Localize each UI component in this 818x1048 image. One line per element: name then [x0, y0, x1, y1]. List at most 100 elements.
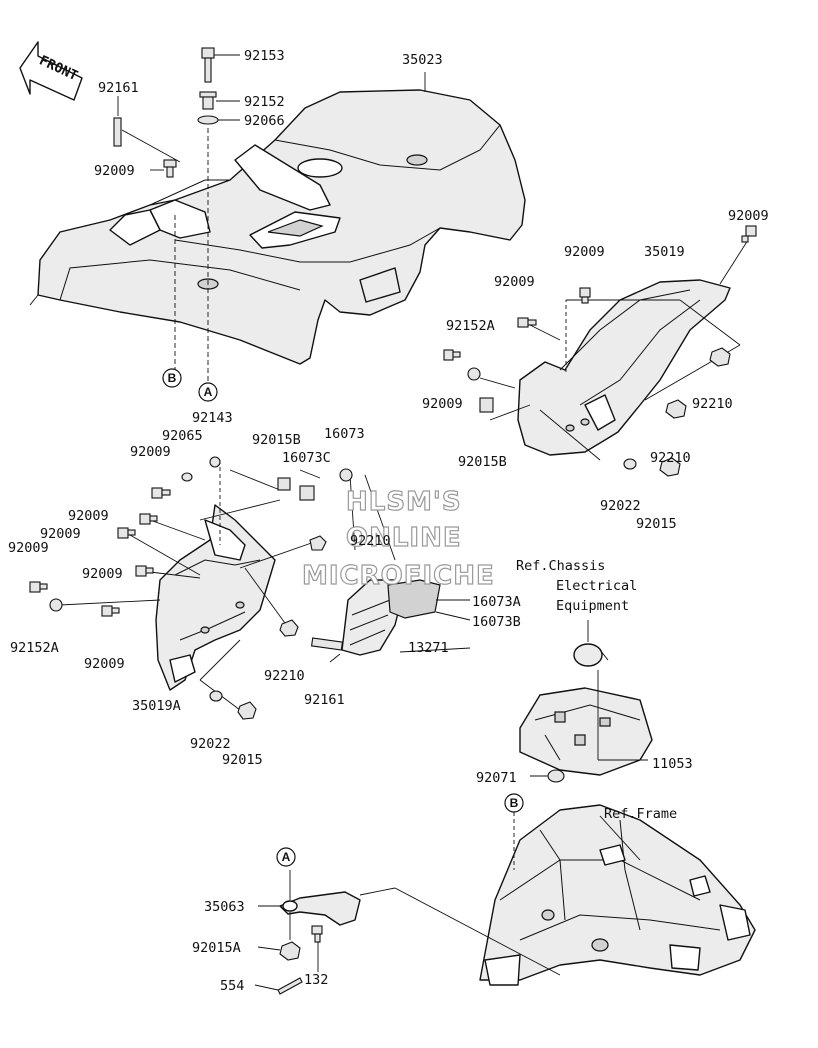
- label-92009-top: 92009: [94, 163, 135, 179]
- label-92210-r2: 92210: [650, 450, 691, 466]
- nut-92015B-m-icon: [277, 477, 291, 491]
- left-mud-guard: [155, 504, 276, 691]
- label-92009-m3: 92009: [40, 526, 81, 542]
- label-16073B: 16073B: [472, 614, 521, 630]
- label-16073A: 16073A: [472, 594, 521, 610]
- watermark-line-3: MICROFICHE: [302, 561, 495, 591]
- ref-frame: Ref.Frame: [604, 806, 677, 822]
- watermark: HLSM'S ONLINE MICROFICHE: [301, 486, 495, 591]
- label-92022-r: 92022: [600, 498, 641, 514]
- bolt-92009-r4-icon: [443, 349, 461, 361]
- label-92009-r2: 92009: [728, 208, 769, 224]
- label-92015-r: 92015: [636, 516, 677, 532]
- battery-tray-11053: [519, 687, 653, 776]
- washer-92022-r-icon: [623, 458, 637, 470]
- bolt-92009-r3-icon: [517, 317, 537, 328]
- label-92009-r4: 92009: [422, 396, 463, 412]
- plate-16073A: [387, 579, 441, 619]
- nut-92015-m-icon: [237, 701, 257, 720]
- label-92015A: 92015A: [192, 940, 241, 956]
- bolt-92009-m2-icon: [139, 513, 158, 525]
- nut-92015-r-icon: [659, 457, 681, 477]
- rear-fender: [29, 89, 526, 365]
- label-92161-m: 92161: [304, 692, 345, 708]
- label-92152: 92152: [244, 94, 285, 110]
- right-mud-guard: [517, 279, 731, 456]
- label-92065: 92065: [162, 428, 203, 444]
- watermark-line-2: ONLINE: [346, 523, 462, 553]
- bolt-92009-r2-icon: [741, 225, 757, 243]
- nut-92015B-r-icon: [479, 397, 494, 413]
- collar-92152A-l-icon: [49, 598, 63, 612]
- clip-554-icon: [277, 977, 303, 995]
- grommet-92071-icon: [547, 769, 565, 783]
- label-35063: 35063: [204, 899, 245, 915]
- label-92071: 92071: [476, 770, 517, 786]
- bolt-92009-top-icon: [163, 159, 177, 178]
- label-554: 554: [220, 978, 244, 994]
- label-92210-m1: 92210: [350, 533, 391, 549]
- front-arrow-icon: FRONT: [19, 41, 83, 101]
- label-92161-top: 92161: [98, 80, 139, 96]
- bolt-92009-m5-icon: [29, 581, 48, 593]
- bolt-92009-r1-icon: [579, 287, 591, 304]
- nut-92210-r2-icon: [665, 399, 687, 419]
- label-92009-m1: 92009: [130, 444, 171, 460]
- label-92066: 92066: [244, 113, 285, 129]
- label-35023: 35023: [402, 52, 443, 68]
- label-92015B-m: 92015B: [252, 432, 301, 448]
- marker-b-top: B: [162, 368, 182, 388]
- watermark-line-1: HLSM'S: [346, 487, 462, 517]
- ref-chassis-line-1: Ref.Chassis: [516, 558, 605, 574]
- marker-b-frame-label: B: [510, 796, 519, 810]
- bolt-92153-icon: [201, 47, 215, 83]
- collar-92152A-r-icon: [467, 367, 481, 381]
- label-92009-m6: 92009: [84, 656, 125, 672]
- label-13271: 13271: [408, 640, 449, 656]
- marker-b-top-label: B: [168, 371, 177, 385]
- nut-92210-r1-icon: [709, 347, 731, 367]
- cable-clip-icon: [573, 643, 609, 667]
- label-92015B-r: 92015B: [458, 454, 507, 470]
- marker-b-frame: B: [504, 793, 524, 813]
- label-92009-r1: 92009: [564, 244, 605, 260]
- label-92009-r3: 92009: [494, 274, 535, 290]
- label-92153: 92153: [244, 48, 285, 64]
- label-92015-m: 92015: [222, 752, 263, 768]
- pad-16073C-icon: [299, 485, 315, 501]
- label-92210-r1: 92210: [692, 396, 733, 412]
- washer-92065-icon: [181, 472, 193, 482]
- label-35019A: 35019A: [132, 698, 181, 714]
- washer-16073-icon: [339, 468, 353, 482]
- ref-chassis-line-2: Electrical: [556, 578, 637, 594]
- ref-chassis-line-3: Equipment: [556, 598, 629, 614]
- bolt-92009-m1-icon: [151, 487, 171, 499]
- heat-guard-13271: [341, 579, 401, 656]
- marker-a-top: A: [198, 382, 218, 402]
- bolt-132-icon: [311, 925, 323, 943]
- label-92152A-r: 92152A: [446, 318, 495, 334]
- nut-92210-m1-icon: [309, 535, 327, 551]
- label-16073: 16073: [324, 426, 365, 442]
- nut-92015A-icon: [279, 941, 301, 961]
- label-92009-m4: 92009: [82, 566, 123, 582]
- label-16073C: 16073C: [282, 450, 331, 466]
- label-11053: 11053: [652, 756, 693, 772]
- marker-a-top-label: A: [204, 385, 213, 399]
- label-92152A-l: 92152A: [10, 640, 59, 656]
- label-92143: 92143: [192, 410, 233, 426]
- label-92022-m: 92022: [190, 736, 231, 752]
- label-132: 132: [304, 972, 328, 988]
- washer-92143-icon: [209, 456, 221, 468]
- label-35019: 35019: [644, 244, 685, 260]
- bracket-35063: [279, 891, 361, 926]
- label-92009-m5: 92009: [8, 540, 49, 556]
- pin-92161-m-icon: [310, 637, 344, 651]
- bolt-92009-m3-icon: [117, 527, 136, 539]
- label-92009-m2: 92009: [68, 508, 109, 524]
- bolt-92009-m4-icon: [135, 565, 154, 577]
- bolt-92009-m6-icon: [101, 605, 120, 617]
- washer-92066-icon: [197, 115, 219, 125]
- nut-92210-m2-icon: [279, 619, 299, 637]
